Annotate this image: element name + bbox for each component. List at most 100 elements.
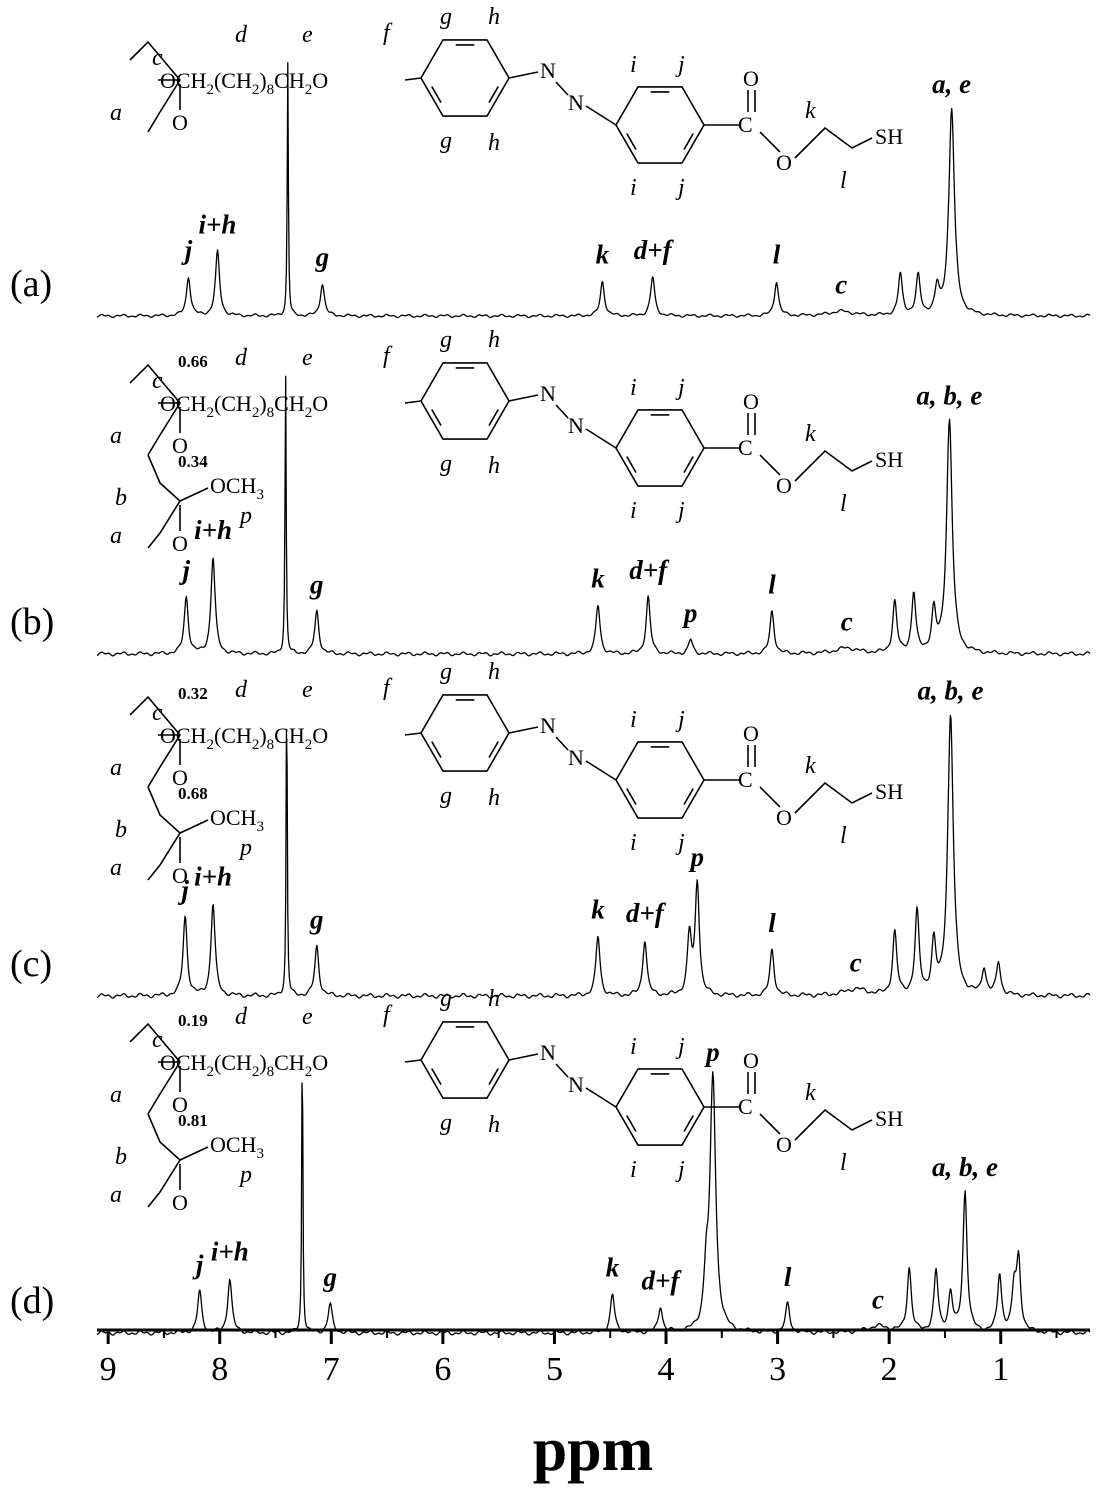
azo-bond-2: [585, 1087, 617, 1108]
label-a: a: [110, 755, 122, 781]
peak-label-k: k: [591, 564, 605, 594]
label-k: k: [805, 98, 816, 124]
label-p: p: [238, 1162, 252, 1188]
benzene-ring-1: [420, 1021, 510, 1099]
label-i-bottom: i: [630, 830, 637, 856]
methyl-carbonyl-o: O: [172, 531, 188, 556]
ester-oxygen: O: [776, 473, 792, 498]
label-g-bottom: g: [440, 1110, 452, 1136]
label-a2: a: [110, 1182, 122, 1208]
unit-fraction-1: 0.19: [178, 1011, 208, 1030]
benzene-ring-2-double-bond: [626, 133, 637, 150]
spectrum-line: [96, 375, 1091, 657]
label-d: d: [235, 1004, 248, 1030]
label-l: l: [840, 823, 847, 849]
thiol-group: SH: [875, 124, 903, 149]
peak-label-df: d+f: [641, 1265, 682, 1295]
benzene-ring-2: [615, 1068, 705, 1146]
spectrum-line: [96, 714, 1091, 999]
label-h-top: h: [488, 327, 500, 353]
azo-n1: N: [540, 713, 556, 738]
peak-label-ih: i+h: [199, 210, 237, 240]
unit-fraction-1: 0.32: [178, 684, 208, 703]
benzene-ring-1-double-bond: [431, 409, 442, 426]
ester-chain-label: OCH2(CH2)8CH2O: [160, 391, 328, 421]
azo-double-bond: [555, 736, 569, 751]
peak-label-df: d+f: [634, 235, 675, 265]
label-i-top: i: [630, 1034, 637, 1060]
thiol-chain: [794, 126, 873, 159]
benzene-ring-2: [615, 86, 705, 164]
thiol-group: SH: [875, 779, 903, 804]
azo-n1: N: [540, 58, 556, 83]
ester-oxygen: O: [776, 1132, 792, 1157]
x-axis-title: ppm: [533, 1416, 654, 1484]
label-f: f: [383, 20, 393, 46]
peak-label-k: k: [591, 895, 605, 925]
peak-label-p: p: [704, 1037, 720, 1067]
ester-o-bond: [759, 454, 781, 476]
label-e: e: [302, 345, 313, 371]
x-tick-label: 3: [769, 1351, 786, 1388]
benzene-ring-1-double-bond: [488, 86, 499, 103]
backbone-carbonyl-o: O: [172, 765, 188, 790]
carbonyl-carbon: C: [738, 112, 753, 137]
peak-label-l: l: [773, 240, 781, 270]
panel-label: (d): [10, 1280, 54, 1322]
label-h-bottom: h: [488, 130, 500, 156]
peak-label-df: d+f: [626, 898, 667, 928]
label-j-bottom: j: [675, 1157, 685, 1183]
label-j-bottom: j: [675, 830, 685, 856]
peak-label-l: l: [768, 908, 776, 938]
label-p: p: [238, 503, 252, 529]
label-c: c: [152, 45, 163, 71]
label-h-bottom: h: [488, 453, 500, 479]
backbone-carbonyl-o: O: [172, 1092, 188, 1117]
azo-bond-1: [508, 1053, 539, 1061]
label-a: a: [110, 1082, 122, 1108]
carbonyl-oxygen: O: [743, 1048, 759, 1073]
azo-n1: N: [540, 1040, 556, 1065]
label-k: k: [805, 421, 816, 447]
label-h-top: h: [488, 4, 500, 30]
benzene-ring-1-double-bond: [488, 409, 499, 426]
azo-n2: N: [568, 90, 584, 115]
label-k: k: [805, 753, 816, 779]
label-i-top: i: [630, 375, 637, 401]
azo-n2: N: [568, 745, 584, 770]
ester-o-bond: [759, 131, 781, 153]
azo-bond-2: [585, 428, 617, 449]
label-h-bottom: h: [488, 1112, 500, 1138]
unit-fraction-2: 0.68: [178, 784, 208, 803]
peak-label-ae: a, e: [932, 69, 971, 99]
benzene-ring-1: [420, 362, 510, 440]
peak-label-k: k: [606, 1253, 620, 1283]
x-tick-label: 9: [100, 1351, 117, 1388]
label-j-top: j: [675, 707, 685, 733]
label-p: p: [238, 835, 252, 861]
label-c: c: [152, 700, 163, 726]
label-l: l: [840, 491, 847, 517]
peak-label-ih: i+h: [194, 515, 232, 545]
ether-bond: [404, 1059, 422, 1063]
label-a2: a: [110, 523, 122, 549]
methyl-ester-bond: [179, 1146, 209, 1161]
panel-label: (b): [10, 601, 54, 643]
benzene-ring-2-double-bond: [683, 133, 694, 150]
azo-n2: N: [568, 1072, 584, 1097]
panel-label: (a): [10, 263, 52, 305]
label-i-bottom: i: [630, 1157, 637, 1183]
ester-chain-label: OCH2(CH2)8CH2O: [160, 1050, 328, 1080]
ester-oxygen: O: [776, 805, 792, 830]
peak-label-c: c: [850, 947, 862, 977]
methyl-carbonyl-o: O: [172, 863, 188, 888]
ester-o-bond: [759, 1113, 781, 1135]
x-tick-label: 6: [434, 1351, 451, 1388]
label-h-bottom: h: [488, 785, 500, 811]
unit-fraction-1: 0.66: [178, 352, 208, 371]
